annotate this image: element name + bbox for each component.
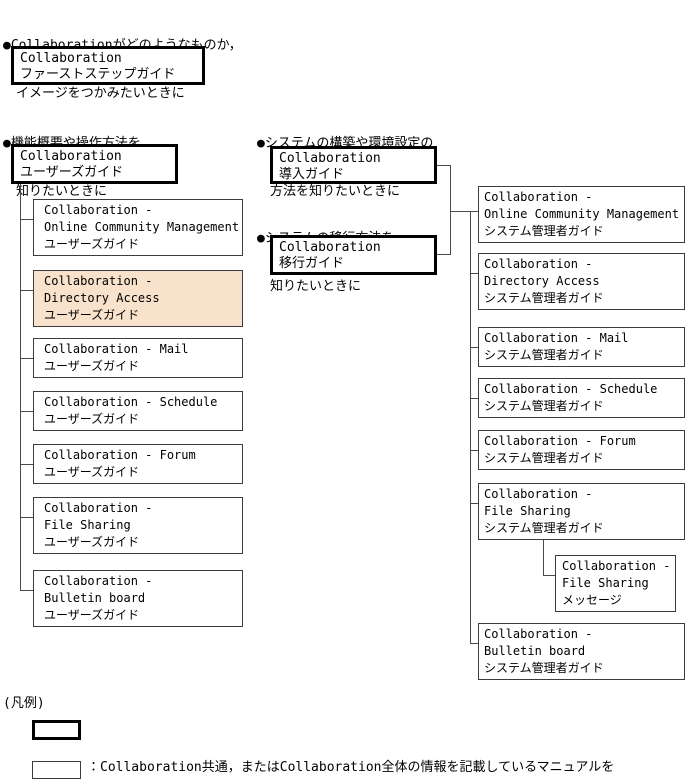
connector-line bbox=[470, 347, 478, 348]
connector-line bbox=[470, 643, 478, 644]
connector-line bbox=[437, 165, 450, 166]
connector-line bbox=[470, 273, 478, 274]
connector-line bbox=[20, 184, 21, 590]
manual-box-user-mail: Collaboration - Mail ユーザーズガイド bbox=[33, 338, 243, 378]
manual-box-user-forum: Collaboration - Forum ユーザーズガイド bbox=[33, 444, 243, 484]
heading-line: イメージをつかみたいときに bbox=[16, 86, 185, 101]
manual-box-user-file-sharing: Collaboration - File Sharing ユーザーズガイド bbox=[33, 497, 243, 554]
manual-box-user-bulletin-board: Collaboration - Bulletin board ユーザーズガイド bbox=[33, 570, 243, 627]
legend-text-thick: ：Collaboration共通，またはCollaboration全体の情報を記… bbox=[87, 718, 614, 784]
manual-box-user-schedule: Collaboration - Schedule ユーザーズガイド bbox=[33, 391, 243, 431]
connector-line bbox=[20, 464, 33, 465]
connector-line bbox=[20, 219, 33, 220]
manual-box-user-online-community-management: Collaboration - Online Community Managem… bbox=[33, 199, 243, 256]
connector-line bbox=[20, 517, 33, 518]
legend-title: (凡例) bbox=[3, 696, 45, 711]
legend-sample-thin-box bbox=[32, 761, 81, 779]
connector-line bbox=[470, 503, 478, 504]
legend-text-line: ：Collaboration共通，またはCollaboration全体の情報を記… bbox=[87, 760, 615, 775]
heading-line: 知りたいときに bbox=[270, 279, 362, 294]
connector-line bbox=[437, 254, 450, 255]
manual-box-first-step-guide: Collaboration ファーストステップガイド bbox=[11, 46, 205, 85]
manual-box-admin-online-community-management: Collaboration - Online Community Managem… bbox=[478, 186, 685, 243]
manual-box-user-directory-access-highlighted: Collaboration - Directory Access ユーザーズガイ… bbox=[33, 270, 243, 327]
heading-line: 知りたいときに bbox=[16, 184, 108, 199]
manual-box-admin-directory-access: Collaboration - Directory Access システム管理者… bbox=[478, 253, 685, 310]
manual-box-admin-schedule: Collaboration - Schedule システム管理者ガイド bbox=[478, 378, 685, 418]
connector-line bbox=[450, 165, 451, 255]
connector-line bbox=[543, 575, 555, 576]
connector-line bbox=[20, 411, 33, 412]
connector-line bbox=[470, 211, 471, 643]
connector-line bbox=[543, 540, 544, 575]
connector-line bbox=[450, 211, 478, 212]
manual-box-migration-guide: Collaboration 移行ガイド bbox=[270, 235, 437, 275]
connector-line bbox=[20, 358, 33, 359]
manual-box-admin-forum: Collaboration - Forum システム管理者ガイド bbox=[478, 430, 685, 470]
connector-line bbox=[20, 290, 33, 291]
legend-sample-thick-box bbox=[32, 720, 81, 740]
heading-line: 方法を知りたいときに bbox=[270, 184, 401, 199]
manual-box-file-sharing-messages: Collaboration - File Sharing メッセージ bbox=[555, 555, 676, 612]
manual-box-admin-bulletin-board: Collaboration - Bulletin board システム管理者ガイ… bbox=[478, 623, 685, 680]
manual-box-users-guide-root: Collaboration ユーザーズガイド bbox=[11, 144, 178, 184]
manual-box-installation-guide: Collaboration 導入ガイド bbox=[270, 146, 437, 184]
manual-box-admin-file-sharing: Collaboration - File Sharing システム管理者ガイド bbox=[478, 483, 685, 540]
connector-line bbox=[470, 398, 478, 399]
manual-box-admin-mail: Collaboration - Mail システム管理者ガイド bbox=[478, 327, 685, 367]
connector-line bbox=[20, 590, 33, 591]
connector-line bbox=[470, 450, 478, 451]
legend-text-thin: ：Collaborationのコンポーネントごとの情報を記載しているマニュアルを… bbox=[87, 760, 602, 784]
